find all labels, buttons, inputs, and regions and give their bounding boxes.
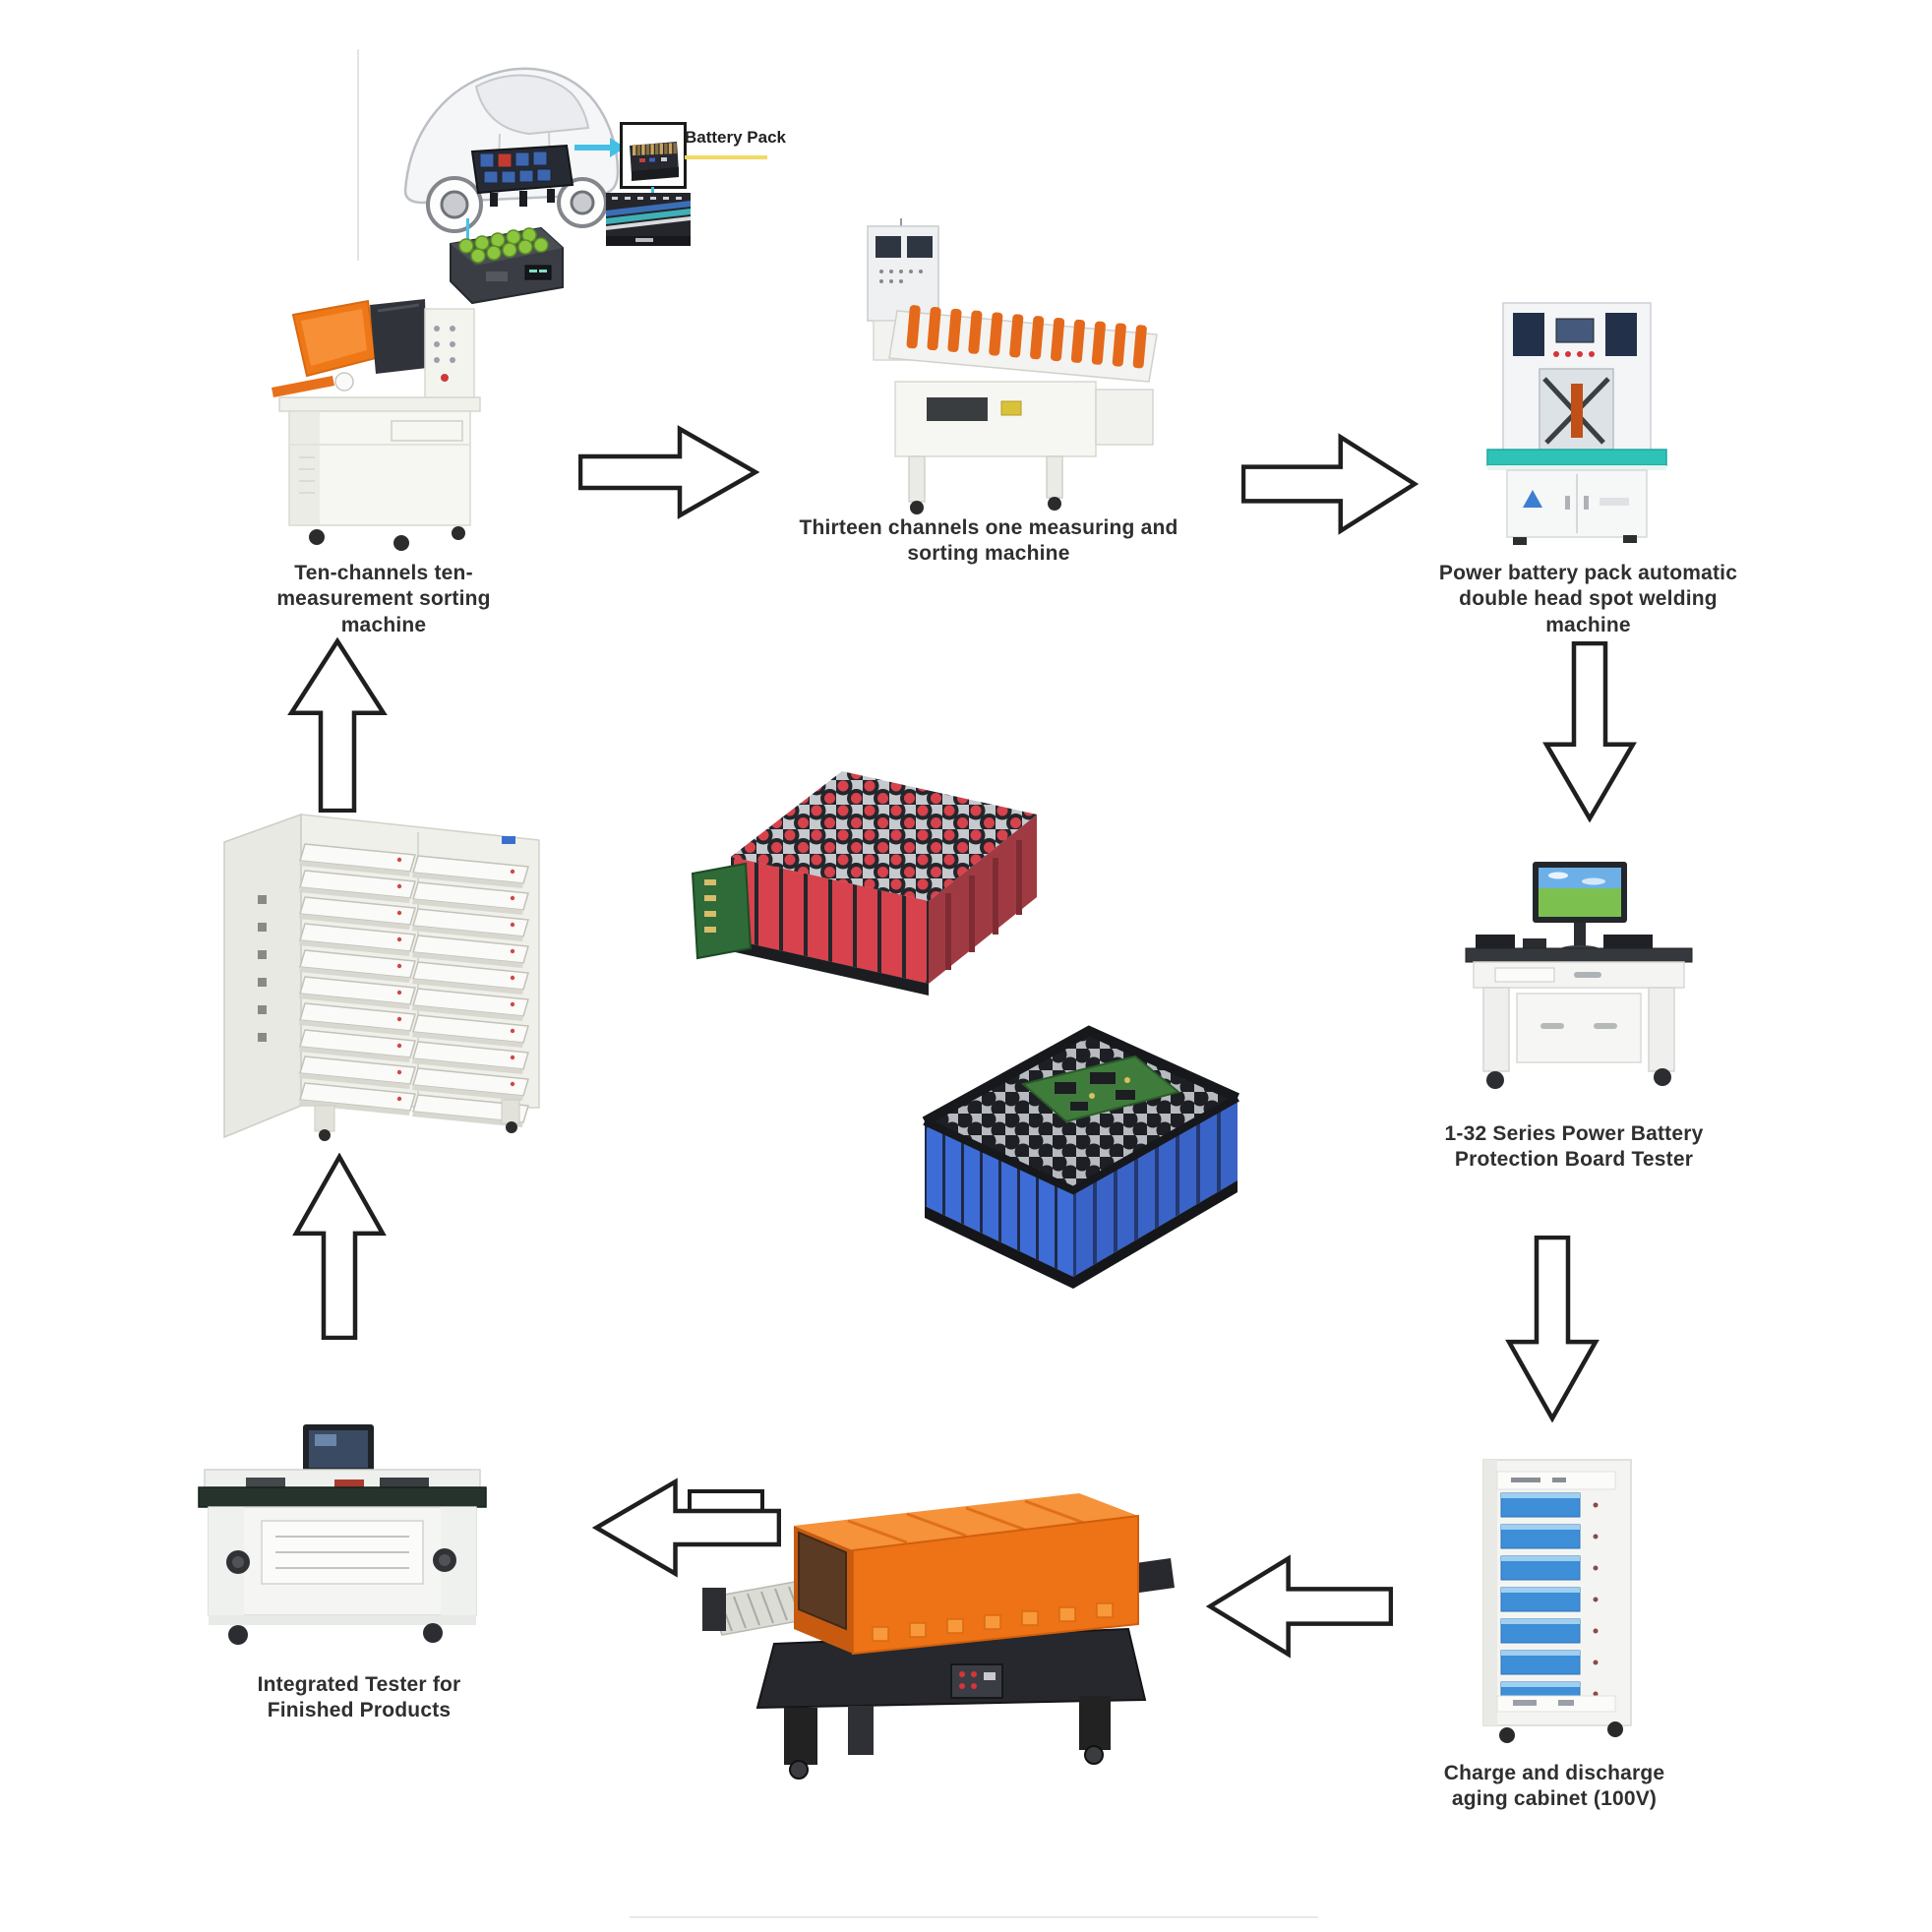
red-battery-pack-image (691, 771, 1037, 996)
battery-module-photo (606, 193, 691, 246)
shrink-wrap-machine-image (702, 1493, 1175, 1780)
callout-arrow-icon (574, 138, 626, 157)
battery-pack-caption: Battery Pack (685, 128, 787, 147)
flow-arrow-down-1 (1542, 641, 1637, 822)
flow-arrow-right-1 (578, 425, 759, 519)
finished-product-tester-label: Integrated Tester for Finished Products (257, 1673, 461, 1722)
flow-arrow-left-1 (1206, 1554, 1393, 1659)
ten-channel-sorter-label: Ten-channels ten-measurement sorting mac… (276, 562, 491, 636)
flow-arrow-down-2 (1505, 1236, 1600, 1422)
flow-arrow-right-2 (1241, 433, 1419, 535)
thirteen-channel-sorter-label: Thirteen channels one measuring and sort… (799, 516, 1178, 566)
protection-board-tester-image (1465, 862, 1693, 1089)
ev-car-cutaway-image (403, 67, 620, 262)
ten-channel-sorter-image (272, 299, 481, 551)
bottom-faint-line (630, 1916, 1318, 1918)
battery-pack-underline (685, 155, 767, 159)
aging-cabinet-label: Charge and discharge aging cabinet (100V… (1443, 1762, 1665, 1811)
aging-rack-image (223, 813, 540, 1141)
protection-board-tester-label: 1-32 Series Power Battery Protection Boa… (1444, 1122, 1704, 1172)
flow-arrow-left-2 (592, 1478, 781, 1578)
callout-connector-line (651, 187, 654, 197)
blue-battery-pack-image (922, 1025, 1240, 1289)
thirteen-channel-sorter-image (867, 218, 1158, 514)
flow-arrow-up-1 (292, 1153, 387, 1340)
green-battery-pack-image (450, 226, 564, 305)
spot-welder-label: Power battery pack automatic double head… (1438, 562, 1738, 636)
spot-welder-image (1486, 302, 1667, 545)
flow-arrow-up-2 (287, 637, 388, 813)
photo-edge-line (357, 49, 359, 261)
finished-product-tester-image (198, 1424, 487, 1645)
aging-cabinet-image (1482, 1459, 1632, 1743)
battery-pack-thumbnail (620, 122, 687, 189)
